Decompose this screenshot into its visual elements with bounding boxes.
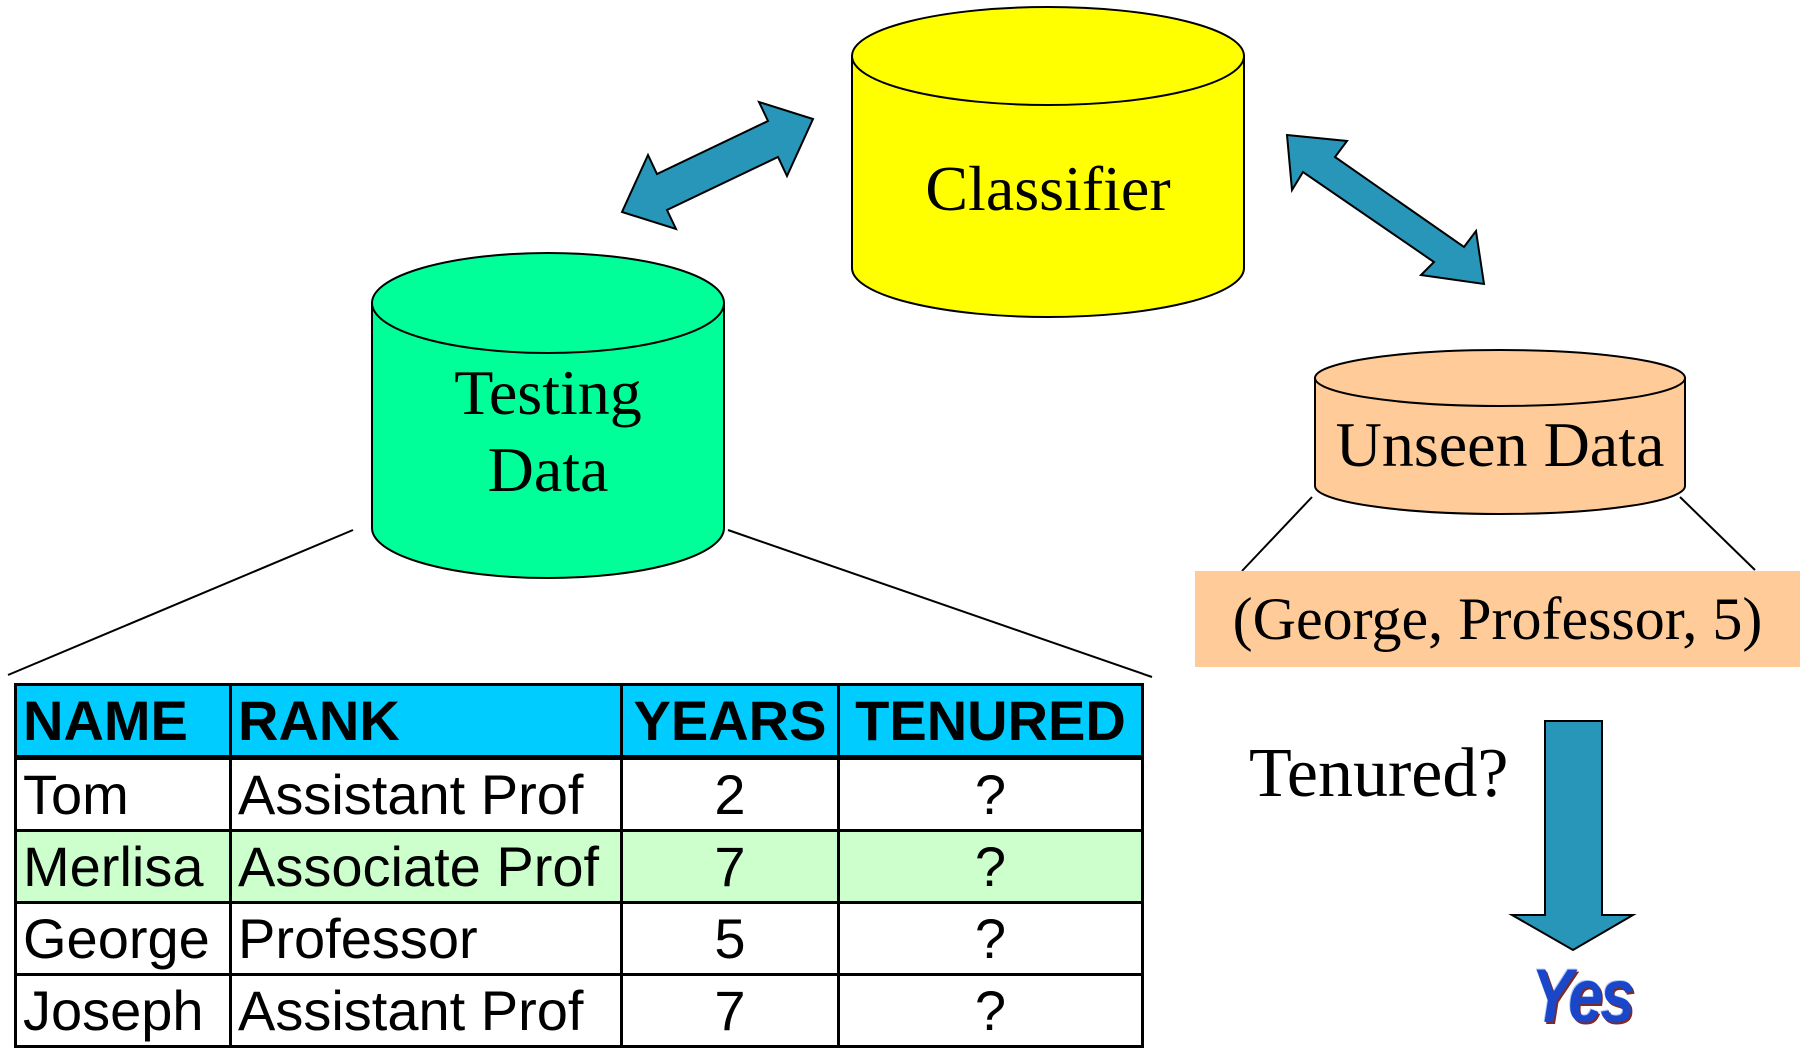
tenured-question: Tenured?	[1249, 735, 1509, 812]
cell-tenured: ?	[837, 756, 1144, 832]
double-arrow-testing-classifier	[620, 100, 815, 231]
testing-data-label-line2: Data	[488, 434, 609, 505]
cell-rank: Assistant Prof	[229, 973, 623, 1048]
unseen-line-right	[1679, 496, 1756, 571]
column-header-rank: RANK	[229, 683, 623, 760]
classifier-label: Classifier	[925, 153, 1170, 224]
testing-data-cylinder: Testing Data	[371, 252, 725, 579]
table-header-row: NAME RANK YEARS TENURED	[14, 683, 1144, 760]
column-header-years: YEARS	[620, 683, 840, 760]
cell-years: 5	[620, 901, 840, 976]
table-row: Merlisa Associate Prof 7 ?	[14, 829, 1144, 904]
column-header-name: NAME	[14, 683, 232, 760]
table-row: Tom Assistant Prof 2 ?	[14, 756, 1144, 832]
zoom-line-right	[727, 529, 1153, 678]
cell-years: 7	[620, 973, 840, 1048]
double-arrow-classifier-unseen	[1285, 133, 1486, 286]
down-arrow	[1508, 720, 1637, 952]
unseen-tuple-box: (George, Professor, 5)	[1195, 571, 1800, 667]
classifier-cylinder: Classifier	[851, 6, 1245, 318]
cell-tenured: ?	[837, 901, 1144, 976]
unseen-data-cylinder: Unseen Data	[1314, 349, 1686, 515]
cell-tenured: ?	[837, 829, 1144, 904]
cell-name: George	[14, 901, 232, 976]
cell-name: Tom	[14, 756, 232, 832]
unseen-line-left	[1241, 496, 1313, 572]
cell-years: 7	[620, 829, 840, 904]
cell-tenured: ?	[837, 973, 1144, 1048]
table-row: Joseph Assistant Prof 7 ?	[14, 973, 1144, 1048]
cell-rank: Associate Prof	[229, 829, 623, 904]
cell-name: Merlisa	[14, 829, 232, 904]
cell-rank: Professor	[229, 901, 623, 976]
column-header-tenured: TENURED	[837, 683, 1144, 760]
zoom-line-left	[7, 529, 354, 676]
testing-data-label-line1: Testing	[454, 357, 642, 428]
table-row: George Professor 5 ?	[14, 901, 1144, 976]
cell-years: 2	[620, 756, 840, 832]
answer-yes: Yes	[1531, 954, 1635, 1039]
unseen-tuple-text: (George, Professor, 5)	[1232, 586, 1763, 652]
cell-name: Joseph	[14, 973, 232, 1048]
unseen-data-label: Unseen Data	[1336, 409, 1665, 480]
testing-data-table: NAME RANK YEARS TENURED Tom Assistant Pr…	[14, 683, 1144, 1048]
cell-rank: Assistant Prof	[229, 756, 623, 832]
